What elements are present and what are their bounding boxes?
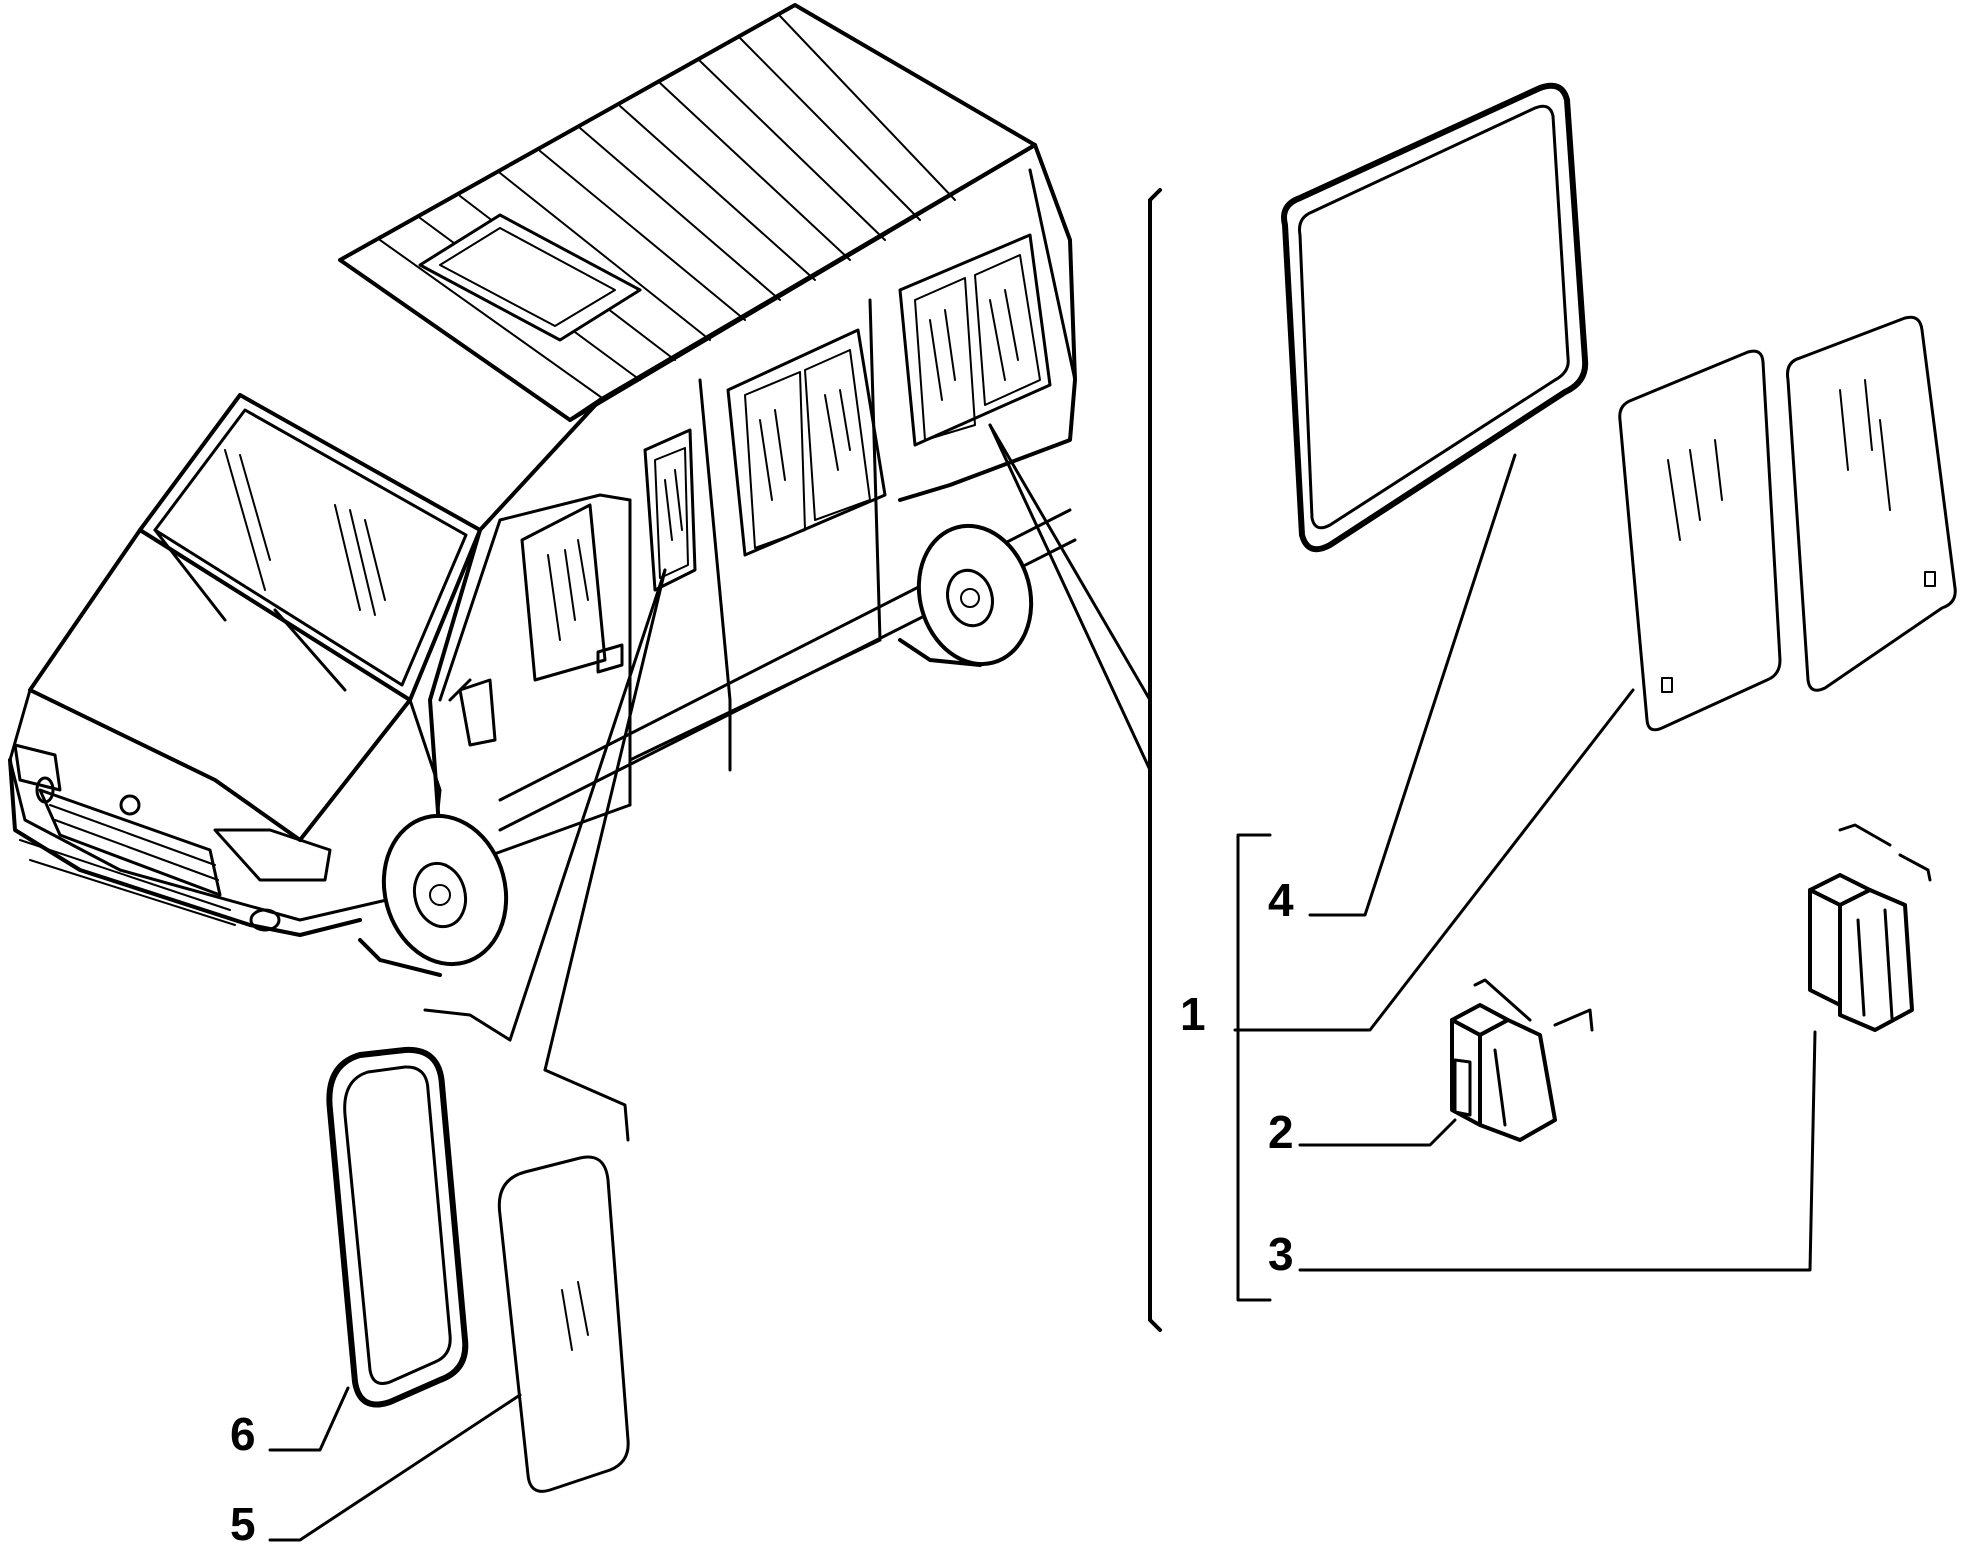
leader-lines (508, 423, 1152, 1072)
callout-2: 2 (1268, 1106, 1294, 1158)
part-1-glass-right (1786, 315, 1957, 692)
van-illustration (8, 3, 1077, 977)
callout-3: 3 (1268, 1228, 1294, 1280)
callout-5: 5 (230, 1498, 256, 1544)
callout-leaders (268, 453, 1817, 1542)
part-1-glass-left (1618, 349, 1782, 732)
part-2-clip (1450, 1003, 1557, 1142)
group-brackets (423, 188, 1932, 1332)
callout-6: 6 (230, 1408, 256, 1460)
callout-1: 1 (1180, 988, 1206, 1040)
part-3-clip (1808, 873, 1914, 1032)
part-5-glass (497, 1155, 630, 1493)
callout-4: 4 (1268, 874, 1294, 926)
callout-labels: 4 1 2 3 6 5 (230, 874, 1294, 1544)
part-4-window-with-seal (1281, 82, 1589, 553)
part-6-window-with-seal (326, 1046, 469, 1408)
